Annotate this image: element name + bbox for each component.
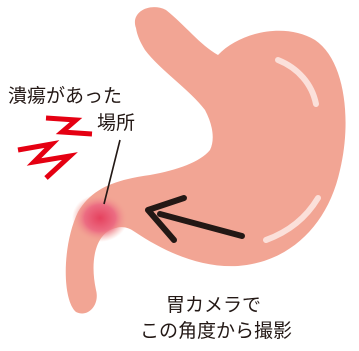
- ulcer-spot: [72, 194, 128, 242]
- camera-angle-label-line1: 胃カメラで: [166, 292, 261, 319]
- ulcer-location-label-line1: 潰瘍があった: [8, 83, 122, 110]
- camera-angle-label-line2: この角度から撮影: [140, 318, 292, 345]
- lightning-zigzag-icon: [18, 118, 92, 178]
- ulcer-location-label-line2: 場所: [97, 110, 135, 137]
- stomach-body: [66, 7, 346, 313]
